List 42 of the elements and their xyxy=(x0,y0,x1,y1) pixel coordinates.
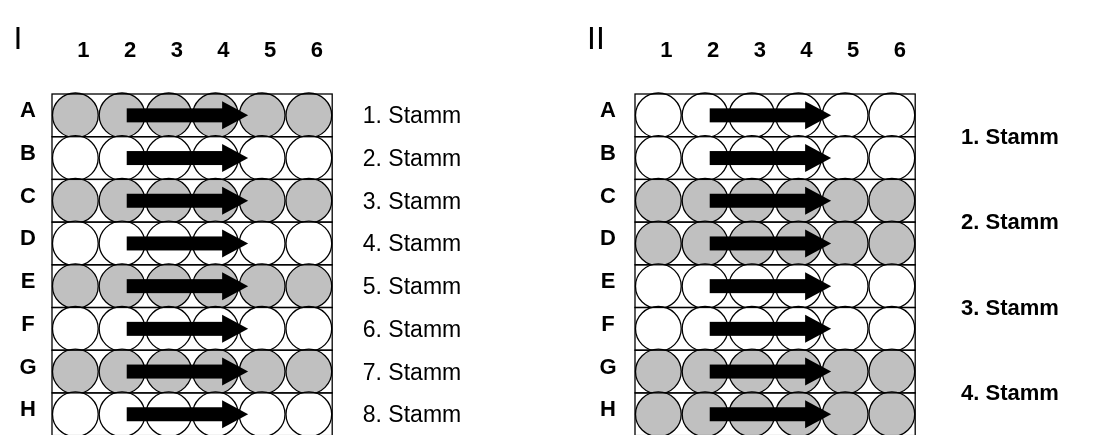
row-letter: C xyxy=(20,184,36,207)
strain-label: 4. Stamm xyxy=(362,231,462,255)
strain-label: 1. Stamm xyxy=(961,125,1059,148)
column-number: 1 xyxy=(77,39,90,61)
row-letter: B xyxy=(600,142,616,165)
strain-label: 3. Stamm xyxy=(961,296,1059,319)
strain-label: 2. Stamm xyxy=(362,146,462,170)
column-number: 3 xyxy=(753,39,766,61)
column-number: 6 xyxy=(893,39,906,61)
column-number: 5 xyxy=(847,39,860,61)
column-number: 4 xyxy=(800,39,813,61)
column-number: 1 xyxy=(660,39,673,61)
row-letter: F xyxy=(601,312,615,335)
row-letter: B xyxy=(20,142,36,165)
row-letter: H xyxy=(600,398,616,421)
row-letter: A xyxy=(600,99,616,122)
strain-label: 2. Stamm xyxy=(961,211,1059,234)
column-number: 2 xyxy=(706,39,720,61)
row-letter: F xyxy=(21,312,35,335)
strain-label: 1. Stamm xyxy=(362,103,462,127)
row-letter: E xyxy=(20,270,36,293)
column-number: 6 xyxy=(310,39,323,61)
panel-label: I xyxy=(13,22,23,54)
panel-label: II xyxy=(587,22,605,54)
row-letter: H xyxy=(20,398,36,421)
strain-label: 5. Stamm xyxy=(362,274,462,298)
row-letter: D xyxy=(20,227,36,250)
column-number: 5 xyxy=(264,39,277,61)
strain-label: 6. Stamm xyxy=(362,317,462,341)
row-letter: A xyxy=(20,99,36,122)
row-letter: G xyxy=(599,355,617,378)
column-number: 2 xyxy=(123,39,137,61)
row-letter: C xyxy=(600,184,616,207)
column-number: 3 xyxy=(170,39,183,61)
row-letter: D xyxy=(600,227,616,250)
strain-label: 8. Stamm xyxy=(362,402,462,426)
column-number: 4 xyxy=(217,39,230,61)
strain-label: 3. Stamm xyxy=(362,189,462,213)
row-letter: G xyxy=(19,355,37,378)
row-letter: E xyxy=(600,270,616,293)
strain-label: 7. Stamm xyxy=(362,360,462,384)
strain-label: 4. Stamm xyxy=(961,381,1059,404)
